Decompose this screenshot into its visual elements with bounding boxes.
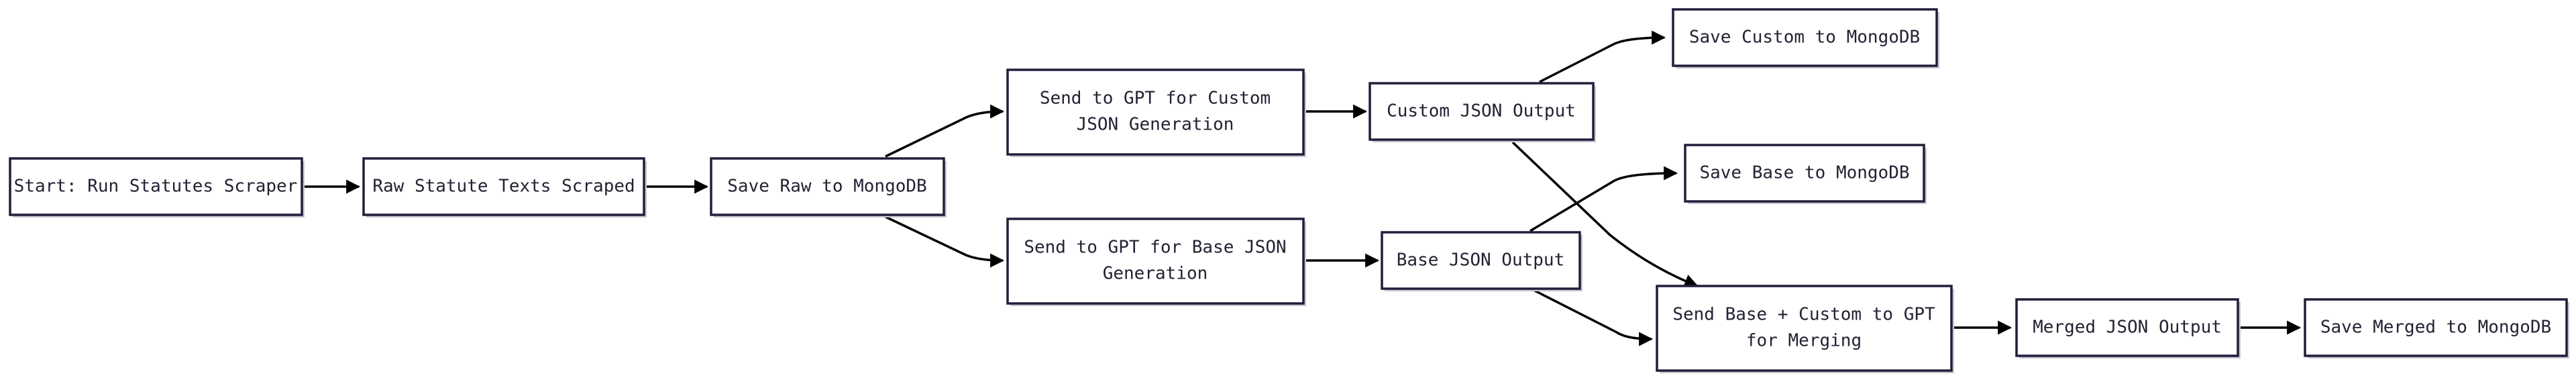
node-save-custom: Save Custom to MongoDB [1672,8,1939,68]
node-merged-output-label: Merged JSON Output [2033,318,2222,338]
node-save-base-label: Save Base to MongoDB [1699,163,1909,183]
node-gpt-merge-label-line-1: Send Base + Custom to GPT [1672,305,1935,325]
node-raw-scraped: Raw Statute Texts Scraped [362,157,647,218]
node-save-raw-label: Save Raw to MongoDB [727,177,926,197]
node-start: Start: Run Statutes Scraper [9,157,305,218]
edges [302,30,2302,346]
node-gpt-custom-label-line-1: Send to GPT for Custom [1040,89,1271,109]
node-gpt-custom-label-line-2: JSON Generation [1077,115,1234,135]
node-gpt-merge-label-line-2: for Merging [1746,331,1862,351]
node-gpt-base-label-line-2: Generation [1103,264,1208,284]
node-gpt-merge: Send Base + Custom to GPT for Merging [1656,285,1954,373]
node-custom-output: Custom JSON Output [1368,82,1596,142]
edge-save-raw-to-gpt-base [885,216,1005,268]
node-start-label: Start: Run Statutes Scraper [14,177,298,197]
node-custom-output-label: Custom JSON Output [1387,101,1576,122]
edge-base-output-to-save-base [1529,166,1678,232]
edge-custom-output-to-save-custom [1539,30,1666,83]
edge-save-raw-to-gpt-custom [885,104,1005,158]
node-save-merged-label: Save Merged to MongoDB [2320,318,2551,338]
node-raw-scraped-label: Raw Statute Texts Scraped [372,177,635,197]
node-merged-output: Merged JSON Output [2015,298,2241,359]
node-gpt-custom: Send to GPT for Custom JSON Generation [1006,68,1306,157]
edge-custom-output-to-gpt-merge [1511,141,1699,288]
node-gpt-base-label-line-1: Send to GPT for Base JSON [1024,238,1286,258]
node-save-raw: Save Raw to MongoDB [710,157,947,218]
node-save-custom-label: Save Custom to MongoDB [1689,28,1920,48]
node-save-base: Save Base to MongoDB [1684,144,1927,204]
node-base-output: Base JSON Output [1381,231,1582,291]
node-base-output-label: Base JSON Output [1397,250,1564,271]
edge-base-output-to-gpt-merge [1533,289,1654,346]
node-save-merged: Save Merged to MongoDB [2304,298,2569,359]
node-gpt-base: Send to GPT for Base JSON Generation [1006,218,1306,306]
